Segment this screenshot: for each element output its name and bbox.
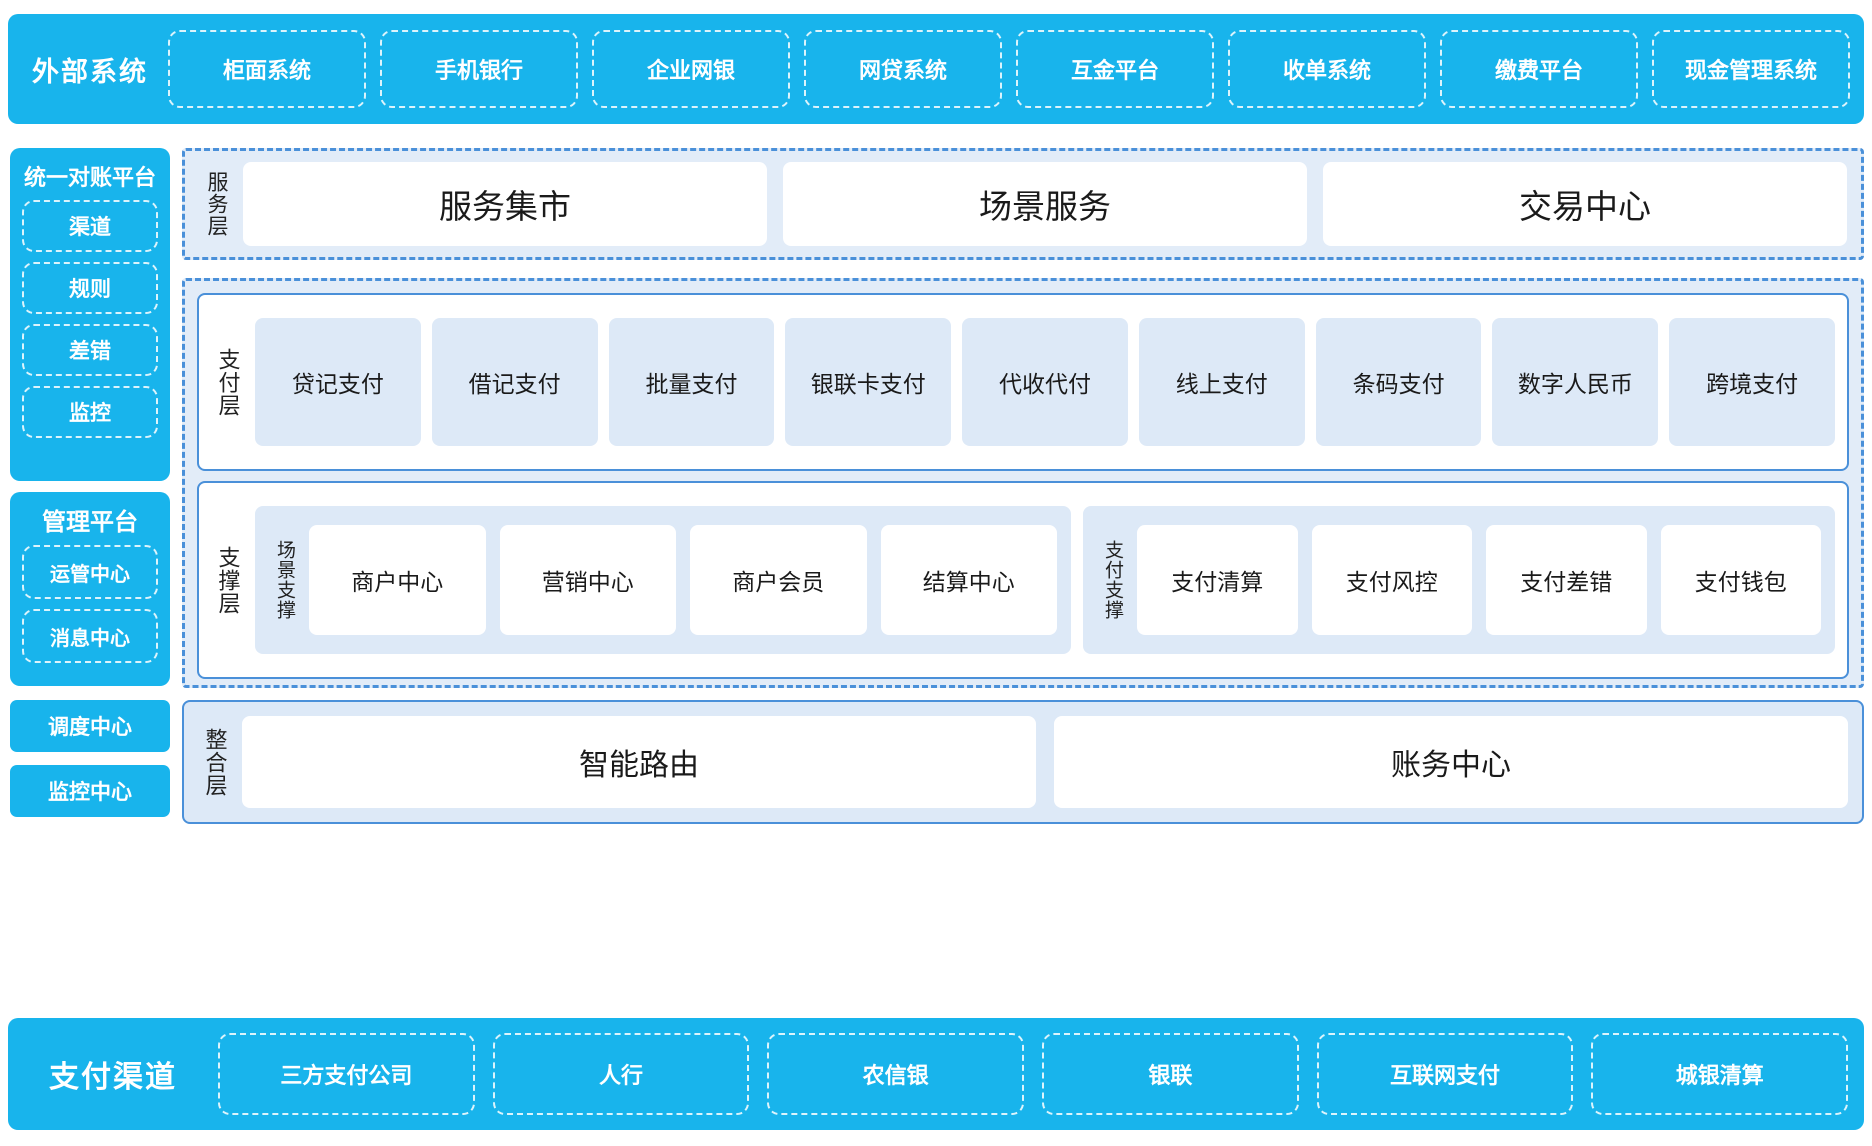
- core-layers-container: 支付层 贷记支付 借记支付 批量支付 银联卡支付 代收代付 线上支付 条码支付 …: [182, 278, 1864, 688]
- payment-item-online[interactable]: 线上支付: [1138, 318, 1305, 446]
- payment-item-batch[interactable]: 批量支付: [608, 318, 775, 446]
- support-card-merchant-member[interactable]: 商户会员: [690, 525, 867, 635]
- external-system-item[interactable]: 网贷系统: [804, 30, 1002, 108]
- external-system-item[interactable]: 企业网银: [592, 30, 790, 108]
- management-item-operations-center[interactable]: 运管中心: [22, 545, 158, 599]
- support-group-scene-cards: 商户中心 营销中心 商户会员 结算中心: [309, 525, 1057, 635]
- management-item-message-center[interactable]: 消息中心: [22, 609, 158, 663]
- support-card-payment-risk[interactable]: 支付风控: [1311, 525, 1472, 635]
- reconciliation-item-error[interactable]: 差错: [22, 324, 158, 376]
- external-system-item[interactable]: 收单系统: [1228, 30, 1426, 108]
- payment-item-collection-payment[interactable]: 代收代付: [962, 318, 1128, 446]
- channel-item-internet-payment[interactable]: 互联网支付: [1316, 1033, 1574, 1115]
- dispatch-center-box[interactable]: 调度中心: [10, 700, 170, 752]
- service-layer-cards: 服务集市 场景服务 交易中心: [243, 162, 1847, 246]
- support-layer-panel: 支撑层 场景支撑 商户中心 营销中心 商户会员 结算中心 支付支撑 支付清算: [197, 481, 1849, 679]
- integration-layer-cards: 智能路由 账务中心: [242, 716, 1848, 808]
- support-group-scene-label: 场景支撑: [273, 540, 295, 620]
- support-card-merchant-center[interactable]: 商户中心: [309, 525, 486, 635]
- external-systems-bar: 外部系统 柜面系统 手机银行 企业网银 网贷系统 互金平台 收单系统 缴费平台 …: [8, 14, 1864, 124]
- channel-item-third-party[interactable]: 三方支付公司: [218, 1033, 475, 1115]
- support-card-marketing-center[interactable]: 营销中心: [499, 525, 676, 635]
- monitor-center-box[interactable]: 监控中心: [10, 765, 170, 817]
- payment-item-digital-rmb[interactable]: 数字人民币: [1492, 318, 1659, 446]
- service-card-transaction[interactable]: 交易中心: [1323, 162, 1847, 246]
- integration-card-accounting-center[interactable]: 账务中心: [1054, 716, 1848, 808]
- external-systems-list: 柜面系统 手机银行 企业网银 网贷系统 互金平台 收单系统 缴费平台 现金管理系…: [168, 30, 1850, 108]
- payment-item-debit[interactable]: 借记支付: [431, 318, 598, 446]
- external-system-item[interactable]: 互金平台: [1016, 30, 1214, 108]
- service-layer-container: 服务层 服务集市 场景服务 交易中心: [182, 148, 1864, 260]
- reconciliation-item-rule[interactable]: 规则: [22, 262, 158, 314]
- payment-channels-title: 支付渠道: [49, 1061, 177, 1094]
- integration-layer-label: 整合层: [202, 727, 228, 797]
- support-card-settlement-center[interactable]: 结算中心: [880, 525, 1057, 635]
- payment-item-cross-border[interactable]: 跨境支付: [1669, 318, 1836, 446]
- payment-layer-label: 支付层: [215, 347, 241, 417]
- external-system-item[interactable]: 柜面系统: [168, 30, 366, 108]
- channel-item-unionpay[interactable]: 银联: [1042, 1033, 1299, 1115]
- service-card-scenario[interactable]: 场景服务: [783, 162, 1307, 246]
- payment-channels-list: 三方支付公司 人行 农信银 银联 互联网支付 城银清算: [218, 1033, 1849, 1115]
- external-systems-title: 外部系统: [32, 56, 148, 87]
- channel-item-pboc[interactable]: 人行: [492, 1033, 750, 1115]
- service-card-marketplace[interactable]: 服务集市: [243, 162, 767, 246]
- external-system-item[interactable]: 现金管理系统: [1652, 30, 1850, 108]
- channel-item-city-bank-clearing[interactable]: 城银清算: [1591, 1033, 1849, 1115]
- management-platform-title: 管理平台: [42, 509, 138, 536]
- reconciliation-platform-title: 统一对账平台: [23, 165, 156, 190]
- support-card-payment-error[interactable]: 支付差错: [1486, 525, 1647, 635]
- external-system-item[interactable]: 缴费平台: [1440, 30, 1638, 108]
- payment-item-unionpay-card[interactable]: 银联卡支付: [785, 318, 952, 446]
- payment-layer-panel: 支付层 贷记支付 借记支付 批量支付 银联卡支付 代收代付 线上支付 条码支付 …: [197, 293, 1849, 471]
- support-layer-label: 支撑层: [215, 545, 241, 615]
- support-group-payment-cards: 支付清算 支付风控 支付差错 支付钱包: [1137, 525, 1821, 635]
- reconciliation-platform-block: 统一对账平台 渠道 规则 差错 监控: [10, 148, 170, 481]
- support-card-payment-wallet[interactable]: 支付钱包: [1660, 525, 1821, 635]
- support-card-payment-clearing[interactable]: 支付清算: [1137, 525, 1298, 635]
- management-platform-block: 管理平台 运管中心 消息中心: [10, 492, 170, 686]
- reconciliation-item-channel[interactable]: 渠道: [22, 200, 158, 252]
- integration-card-smart-routing[interactable]: 智能路由: [242, 716, 1036, 808]
- payment-channels-bar: 支付渠道 三方支付公司 人行 农信银 银联 互联网支付 城银清算: [8, 1018, 1864, 1130]
- service-layer-label: 服务层: [205, 171, 229, 237]
- support-group-scene: 场景支撑 商户中心 营销中心 商户会员 结算中心: [255, 506, 1071, 654]
- external-system-item[interactable]: 手机银行: [380, 30, 578, 108]
- support-group-payment-label: 支付支撑: [1101, 540, 1123, 620]
- reconciliation-item-monitor[interactable]: 监控: [22, 386, 158, 438]
- integration-layer-panel: 整合层 智能路由 账务中心: [182, 700, 1864, 824]
- support-layer-groups: 场景支撑 商户中心 营销中心 商户会员 结算中心 支付支撑 支付清算 支付风控 …: [255, 506, 1835, 654]
- payment-item-credit[interactable]: 贷记支付: [255, 318, 421, 446]
- payment-layer-items: 贷记支付 借记支付 批量支付 银联卡支付 代收代付 线上支付 条码支付 数字人民…: [255, 318, 1836, 446]
- support-group-payment: 支付支撑 支付清算 支付风控 支付差错 支付钱包: [1083, 506, 1835, 654]
- payment-item-barcode[interactable]: 条码支付: [1315, 318, 1482, 446]
- channel-item-rcc[interactable]: 农信银: [767, 1033, 1025, 1115]
